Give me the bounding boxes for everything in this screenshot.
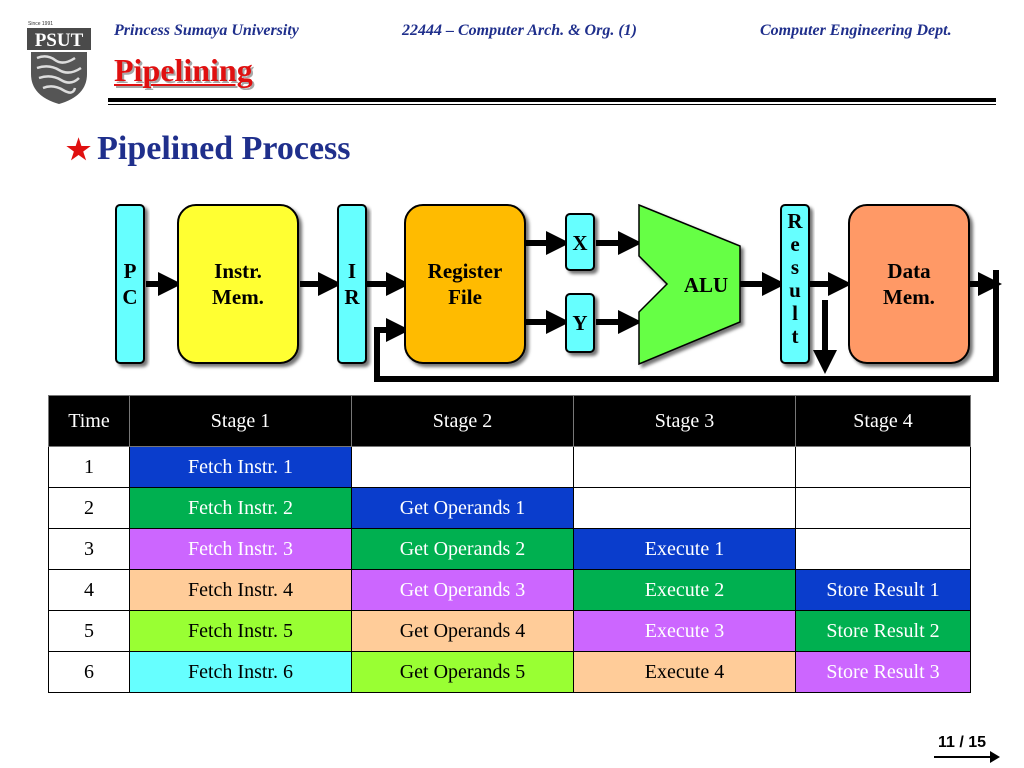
pipeline-diagram: P C Instr. Mem. I R Register File X Y AL… xyxy=(115,203,1002,382)
psut-logo: Since 1991 PSUT xyxy=(27,21,91,104)
pc-label-p: P xyxy=(124,259,137,283)
stage-1-cell: Fetch Instr. 5 xyxy=(129,610,352,652)
next-arrow-icon[interactable] xyxy=(990,751,1000,763)
stage-4-cell xyxy=(795,446,971,488)
logo-text: PSUT xyxy=(35,30,84,51)
logo-since-text: Since 1991 xyxy=(28,21,53,27)
result-letter-5: l xyxy=(792,301,798,325)
alu-label: ALU xyxy=(684,273,728,297)
time-cell: 4 xyxy=(48,569,130,611)
result-letter-6: t xyxy=(792,324,799,348)
ir-label-r: R xyxy=(344,285,360,309)
stage-2-cell xyxy=(351,446,574,488)
data-memory xyxy=(848,204,970,364)
result-letter-2: e xyxy=(790,232,799,256)
regfile-label-1: Register xyxy=(428,259,503,283)
header-stage-2: Stage 2 xyxy=(351,395,574,447)
stage-1-cell: Fetch Instr. 6 xyxy=(129,651,352,693)
result-letter-1: R xyxy=(787,209,803,233)
stage-4-cell: Store Result 1 xyxy=(795,569,971,611)
stage-2-cell: Get Operands 1 xyxy=(351,487,574,529)
stage-4-cell: Store Result 2 xyxy=(795,610,971,652)
page-number: 11 / 15 xyxy=(938,734,987,751)
stage-3-cell xyxy=(573,487,796,529)
pc-label-c: C xyxy=(122,285,137,309)
dmem-label-1: Data xyxy=(887,259,931,283)
next-arrow-line[interactable] xyxy=(934,756,994,758)
y-register xyxy=(565,293,595,353)
slide-title: Pipelining xyxy=(114,52,253,88)
stage-2-cell: Get Operands 2 xyxy=(351,528,574,570)
header-stage-4: Stage 4 xyxy=(795,395,971,447)
diagram-arrows xyxy=(146,231,1002,382)
time-cell: 3 xyxy=(48,528,130,570)
section-heading: ★Pipelined Process xyxy=(66,130,351,168)
stage-1-cell: Fetch Instr. 2 xyxy=(129,487,352,529)
imem-label-2: Mem. xyxy=(212,285,264,309)
y-label: Y xyxy=(572,311,587,335)
stage-2-cell: Get Operands 4 xyxy=(351,610,574,652)
stage-3-cell: Execute 2 xyxy=(573,569,796,611)
stage-4-cell xyxy=(795,528,971,570)
imem-label-1: Instr. xyxy=(214,259,262,283)
stage-4-cell: Store Result 3 xyxy=(795,651,971,693)
stage-1-cell: Fetch Instr. 3 xyxy=(129,528,352,570)
header-stage-1: Stage 1 xyxy=(129,395,352,447)
header-university: Princess Sumaya University xyxy=(114,22,299,39)
result-letter-4: u xyxy=(789,278,801,302)
x-register xyxy=(565,213,595,271)
instruction-memory xyxy=(177,204,299,364)
result-register xyxy=(780,204,810,364)
stage-3-cell: Execute 1 xyxy=(573,528,796,570)
stage-3-cell: Execute 3 xyxy=(573,610,796,652)
time-cell: 1 xyxy=(48,446,130,488)
header-rule xyxy=(108,98,996,102)
stage-1-cell: Fetch Instr. 4 xyxy=(129,569,352,611)
table-header-row: Time Stage 1 Stage 2 Stage 3 Stage 4 xyxy=(48,395,971,447)
stage-3-cell xyxy=(573,446,796,488)
ir-register xyxy=(337,204,367,364)
regfile-label-2: File xyxy=(448,285,482,309)
ir-label-i: I xyxy=(348,259,356,283)
header-time: Time xyxy=(48,395,130,447)
stage-4-cell xyxy=(795,487,971,529)
register-file xyxy=(404,204,526,364)
header-course: 22444 – Computer Arch. & Org. (1) xyxy=(402,22,637,39)
heading-text: Pipelined Process xyxy=(97,130,351,167)
time-cell: 6 xyxy=(48,651,130,693)
stage-2-cell: Get Operands 3 xyxy=(351,569,574,611)
result-letter-3: s xyxy=(791,255,799,279)
header-rule-thin xyxy=(108,104,996,105)
x-label: X xyxy=(572,231,587,255)
time-cell: 2 xyxy=(48,487,130,529)
alu-unit xyxy=(638,203,741,366)
stage-1-cell: Fetch Instr. 1 xyxy=(129,446,352,488)
star-bullet-icon: ★ xyxy=(66,135,92,166)
time-cell: 5 xyxy=(48,610,130,652)
header-stage-3: Stage 3 xyxy=(573,395,796,447)
stage-2-cell: Get Operands 5 xyxy=(351,651,574,693)
pc-register xyxy=(115,204,145,364)
dmem-label-2: Mem. xyxy=(883,285,935,309)
header-department: Computer Engineering Dept. xyxy=(760,22,952,39)
arrow-writeback-loop xyxy=(374,270,999,382)
stage-3-cell: Execute 4 xyxy=(573,651,796,693)
